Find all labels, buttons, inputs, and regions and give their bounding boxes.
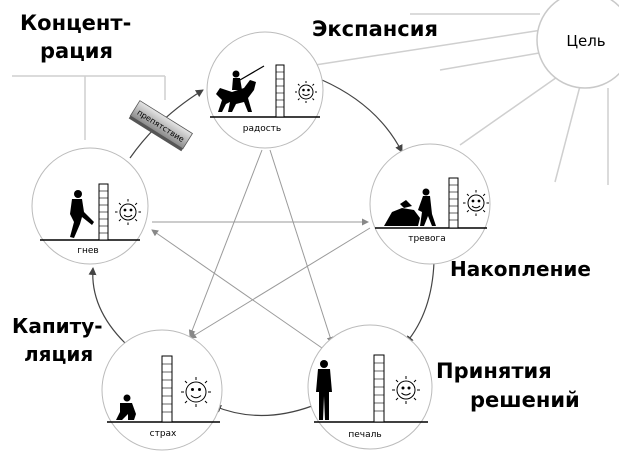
stage-circle-fear: страх	[101, 329, 223, 451]
sun-icon	[392, 376, 420, 404]
emotion-label-sadness: печаль	[348, 430, 381, 440]
brick-wall	[373, 354, 385, 423]
emotion-label-fear: страх	[150, 429, 177, 439]
stage-circle-joy: радость	[206, 31, 324, 149]
emotion-label-joy: радость	[243, 124, 281, 134]
stage-circle-sadness: печаль	[307, 324, 433, 450]
stage-circle-anxiety: тревога	[369, 143, 491, 265]
stage-label-concentration-line2: рация	[40, 39, 113, 63]
stage-circle-anger: гнев	[31, 147, 149, 265]
sun-icon	[463, 190, 489, 216]
stage-label-capitulation-line2: ляция	[24, 342, 93, 366]
label-connectors	[12, 75, 166, 140]
brick-wall	[275, 64, 285, 118]
sun-icon	[295, 81, 317, 103]
sun-icon	[115, 199, 141, 225]
stage-label-decisions-line1: Принятия	[436, 359, 552, 383]
pentagram	[151, 149, 371, 349]
standing-person-icon	[316, 360, 332, 420]
kicking-person-icon	[70, 190, 94, 238]
obstacle-barrier: препятствие	[128, 100, 193, 152]
emotion-label-anxiety: тревога	[408, 234, 446, 244]
sun-icon	[181, 377, 211, 407]
stage-label-accumulation: Накопление	[450, 257, 591, 281]
person-pushing-load-icon	[384, 188, 436, 226]
stage-label-decisions-line2: решений	[470, 388, 580, 412]
goal-sun: Цель	[314, 0, 619, 185]
crouching-person-icon	[116, 394, 136, 420]
stage-label-capitulation-line1: Капиту-	[12, 314, 103, 338]
cycle-arrows	[88, 79, 435, 417]
brick-wall	[161, 355, 173, 423]
emotion-label-anger: гнев	[77, 246, 98, 256]
brick-wall	[98, 183, 109, 241]
goal-circle	[536, 0, 619, 89]
stage-label-concentration-line1: Концент-	[20, 11, 131, 35]
rider-on-horse-icon	[216, 65, 265, 112]
brick-wall	[448, 177, 459, 229]
goal-label: Цель	[566, 32, 605, 50]
sun-rays	[314, 13, 609, 185]
stage-label-expansion: Экспансия	[312, 17, 438, 41]
